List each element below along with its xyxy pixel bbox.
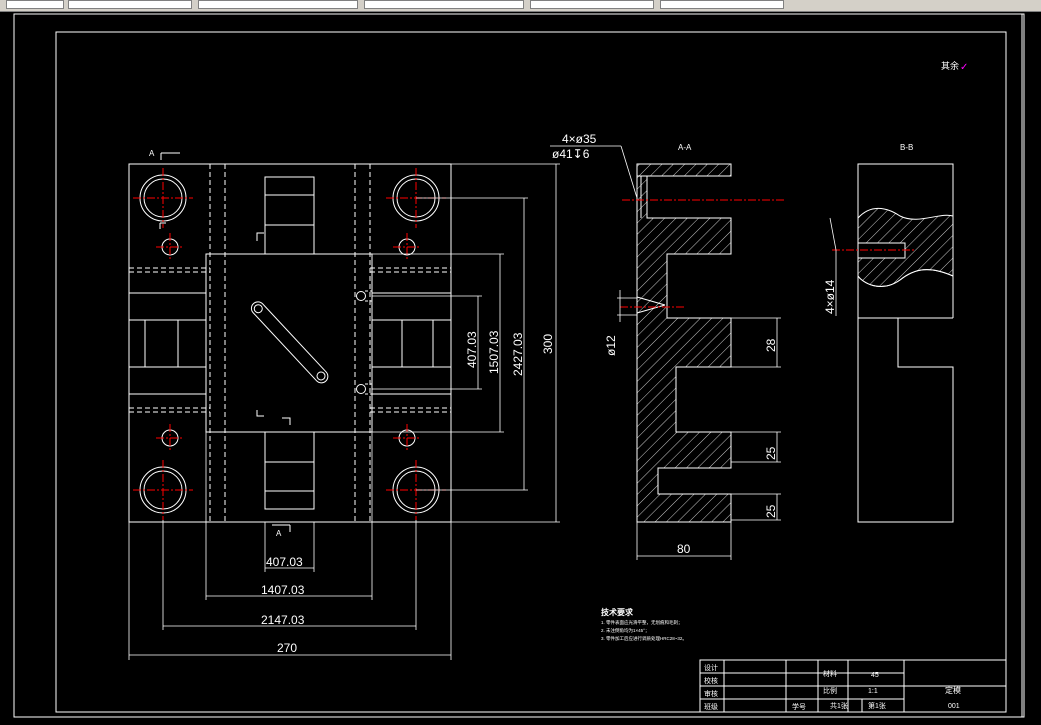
dim-25b: 25 <box>764 504 778 518</box>
dim-2147: 2147.03 <box>261 613 305 627</box>
section-bb-view <box>857 163 954 523</box>
dim-v1507: 1507.03 <box>487 330 501 374</box>
toolbar-field-5[interactable] <box>530 0 654 9</box>
notes-item-3: 3. 零件加工后应进行调质处理HRC28~32。 <box>601 635 687 642</box>
dim-phi12: ø12 <box>604 335 618 356</box>
tb-sheet-no: 第1张 <box>868 701 886 710</box>
drawing-frame <box>55 31 1007 713</box>
dim-1407: 1407.03 <box>261 583 305 597</box>
centerlines <box>133 168 446 520</box>
vertical-dimensions <box>372 163 560 523</box>
section-bb-title: B-B <box>900 143 913 152</box>
section-aa-title: A-A <box>678 143 692 152</box>
tb-scale-label: 比例 <box>823 686 837 695</box>
tb-part-name: 定模 <box>945 685 961 695</box>
plan-outline <box>128 163 452 523</box>
plan-view <box>128 152 452 523</box>
center-plate <box>205 253 373 433</box>
dim-4x14: 4×ø14 <box>823 279 837 314</box>
toolbar-field-2[interactable] <box>68 0 192 9</box>
dim-v300: 300 <box>541 334 555 354</box>
tb-scale-value: 1:1 <box>868 688 878 695</box>
dim-25a: 25 <box>764 446 778 460</box>
section-a-label: A <box>149 149 155 158</box>
dim-270: 270 <box>277 641 297 655</box>
dim-v407: 407.03 <box>465 331 479 368</box>
surface-finish-icon: ✓ <box>960 62 968 73</box>
notes-title: 技术要求 <box>601 607 634 617</box>
toolbar-field-6[interactable] <box>660 0 784 9</box>
tb-material-label: 材料 <box>823 669 837 678</box>
tb-review: 审核 <box>704 689 718 698</box>
dim-80: 80 <box>677 542 691 556</box>
tb-material-value: 45 <box>871 672 879 679</box>
toolbar <box>0 0 1041 12</box>
hole-callout-1: 4×ø35 <box>562 132 597 146</box>
section-aa-view <box>636 163 732 523</box>
notes-item-2: 2. 未注倒角均为1×45°； <box>601 627 649 634</box>
tb-drawing-no: 001 <box>948 703 960 710</box>
toolbar-field-3[interactable] <box>198 0 358 9</box>
notes-item-1: 1. 零件表面应光滑平整，无划痕和毛刺； <box>601 619 683 626</box>
tb-design: 设计 <box>704 663 718 672</box>
tb-check: 校核 <box>704 676 718 685</box>
dim-v2427: 2427.03 <box>511 332 525 376</box>
toolbar-field-4[interactable] <box>364 0 524 9</box>
tb-student-no: 学号 <box>792 702 806 711</box>
toolbar-field-1[interactable] <box>6 0 64 9</box>
dim-407: 407.03 <box>266 555 303 569</box>
section-a-bottom-label: A <box>276 529 282 538</box>
title-block <box>699 659 1007 713</box>
tb-class: 班级 <box>704 702 718 711</box>
dim-28: 28 <box>764 338 778 352</box>
hole-callout-2: ø41↧6 <box>552 147 590 161</box>
surface-note-text: 其余 <box>941 60 959 71</box>
horizontal-dimensions <box>128 432 452 660</box>
tb-sheets-total: 共1张 <box>830 701 848 710</box>
viewport-border <box>13 13 1025 718</box>
